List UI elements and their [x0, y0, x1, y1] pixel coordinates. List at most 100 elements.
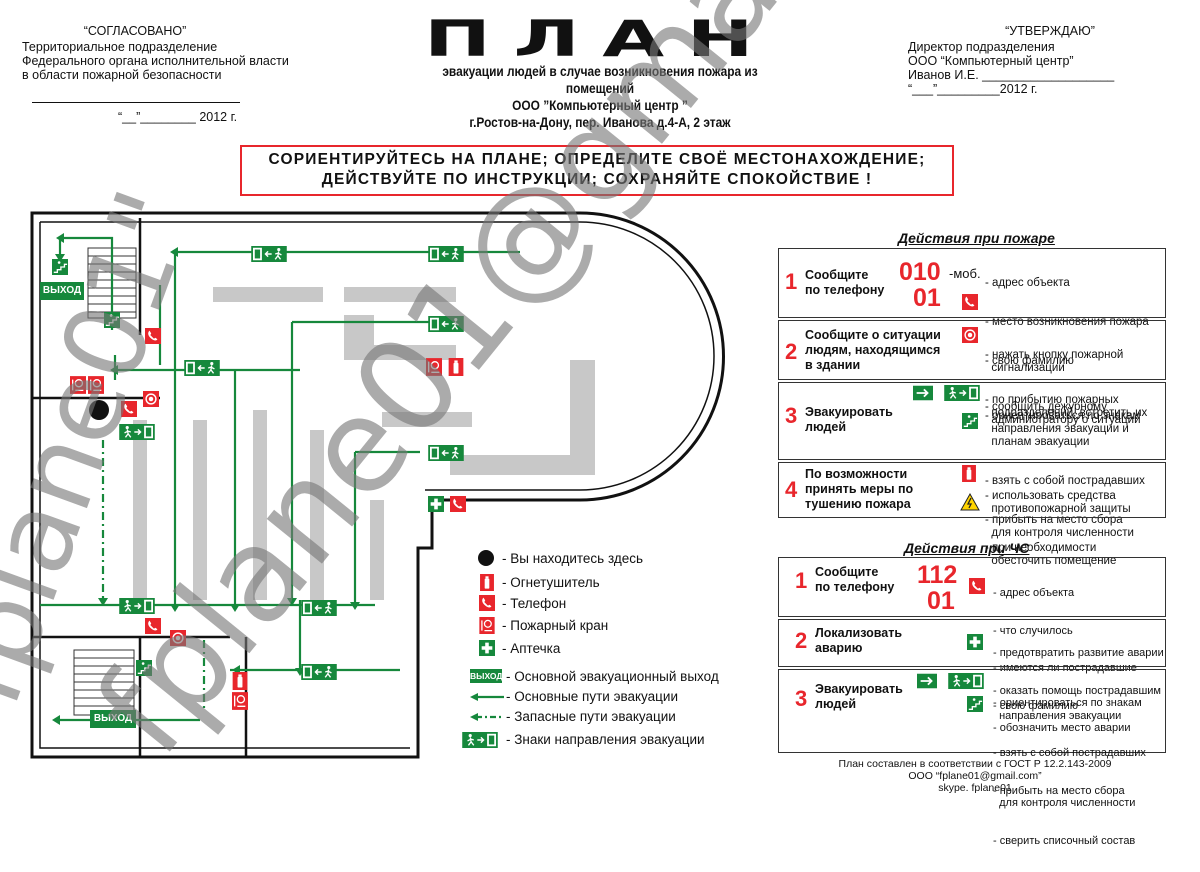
exit-sign-icon [427, 246, 465, 262]
telephone-icon [479, 595, 495, 611]
step-item: - ориентироваться по знакам направления … [993, 697, 1142, 722]
step-items: - адрес объекта - что случилось - имеютс… [993, 562, 1137, 737]
you-are-here-marker [89, 400, 109, 420]
step-label: Локализовать аварию [815, 626, 903, 655]
step-number: 1 [785, 269, 798, 294]
exit-sign-icon [300, 664, 338, 680]
stair-exit-icon [104, 312, 120, 328]
step-item: - при необходимости обесточить помещение [985, 542, 1117, 567]
step-label: По возможности принять меры по тушению п… [805, 467, 914, 511]
approve-block: Директор подразделения ООО “Компьютерный… [908, 40, 1168, 96]
step-number: 4 [785, 477, 798, 502]
legend-label: - Пожарный кран [502, 618, 609, 633]
title-line-2: ООО ”Компьютерный центр ” [512, 97, 688, 113]
footer-line: ООО “fplane01@gmail.com” [908, 770, 1042, 782]
exit-sign-icon [250, 246, 288, 262]
legend-label: - Вы находитесь здесь [502, 551, 644, 566]
emergency-step-3: 3 Эвакуировать людей - ориентироваться п… [778, 669, 1166, 847]
fire-hydrant-icon [70, 376, 86, 394]
step-number: 2 [795, 628, 808, 653]
step-item: - предотвратить развитие аварии [993, 647, 1164, 659]
exit-sign-icon [427, 445, 465, 461]
legend-label: - Знаки направления эвакуации [506, 732, 705, 747]
legend-label: - Огнетушитель [502, 575, 600, 590]
step-item: - нажать кнопку пожарной сигнализации [985, 349, 1124, 374]
emergency-step-2: 2 Локализовать аварию - предотвратить ра… [778, 619, 1166, 734]
arrow-sign-icon [913, 385, 933, 401]
phone-number: 010 [899, 258, 941, 286]
legend-label: - Запасные пути эвакуации [506, 709, 676, 724]
footer: План составлен в соответствии с ГОСТ Р 1… [790, 758, 1160, 794]
step-item: - ориентироваться по знакам направления … [985, 410, 1141, 448]
fire-step-3: 3 Эвакуировать людей - ориентироваться п… [778, 382, 1166, 539]
step-items: - использовать средства противопожарной … [985, 464, 1131, 594]
fire-step-4: 4 По возможности принять меры по тушению… [778, 462, 1166, 567]
arrow-sign-icon [917, 673, 937, 689]
step-item: - свою фамилию [993, 699, 1079, 712]
you-are-here-icon [478, 550, 494, 566]
title-line-1: эвакуации людей в случае возникновения п… [442, 63, 758, 96]
step-item: - сообщить дежурному администратору о си… [985, 401, 1141, 426]
step-items: - адрес объекта - место возникновения по… [985, 251, 1149, 446]
exit-sign-icon [427, 316, 465, 332]
fire-hydrant-icon [232, 692, 248, 710]
extinguisher-icon [448, 358, 464, 376]
title-line-3: г.Ростов-на-Дону, пер. Иванова д.4-А, 2 … [469, 114, 731, 130]
approve-date: “___”_________2012 г. [908, 82, 1038, 96]
stair-exit-icon [136, 660, 152, 676]
telephone-icon [121, 401, 137, 417]
alarm-button-icon [962, 327, 978, 343]
legend-label: - Аптечка [502, 641, 561, 656]
first-aid-icon [428, 496, 444, 512]
approve-line: ООО “Компьютерный центр” [908, 54, 1074, 68]
exit-sign-icon [183, 360, 221, 376]
step-label: Эвакуировать людей [815, 682, 903, 711]
approval-date: “__”________ 2012 г. [118, 110, 238, 124]
main-exit-icon: ВЫХОД [470, 669, 503, 683]
step-items: - ориентироваться по знакам направления … [985, 384, 1145, 566]
fire-step-2: 2 Сообщите о ситуации людям, находящимся… [778, 320, 1166, 426]
step-label: Сообщите по телефону [815, 565, 895, 594]
fire-actions-title: Действия при пожаре [898, 230, 1055, 246]
page-title-main: ПЛАН [424, 10, 776, 68]
phone-number: 01 [927, 587, 955, 615]
step-items: - нажать кнопку пожарной сигнализации - … [985, 323, 1141, 453]
footer-line: skype. fplane01 [938, 782, 1012, 794]
exit-sign-icon [947, 673, 985, 689]
approve-line: Директор подразделения [908, 40, 1055, 54]
telephone-icon [962, 294, 978, 310]
telephone-icon [145, 618, 161, 634]
phone-suffix: -моб. [949, 266, 981, 281]
alarm-button-icon [143, 391, 159, 407]
approval-title: “СОГЛАСОВАНО” [83, 24, 187, 38]
extinguisher-icon [962, 465, 976, 482]
approve-title: “УТВЕРЖДАЮ” [1005, 24, 1095, 38]
emergency-step-1: 1 Сообщите по телефону 112 01 - адрес об… [778, 557, 1166, 712]
banner-line-1: СОРИЕНТИРУЙТЕСЬ НА ПЛАНЕ; ОПРЕДЕЛИТЕ СВО… [268, 151, 926, 168]
approval-line: Федерального органа исполнительной власт… [22, 54, 289, 68]
page-title: ПЛАН [424, 14, 753, 64]
step-item: - использовать средства противопожарной … [985, 490, 1131, 515]
legend-label: - Основные пути эвакуации [506, 689, 678, 704]
legend-label: - Основной эвакуационный выход [506, 669, 719, 684]
electric-warning-icon [960, 493, 980, 511]
step-number: 1 [795, 568, 808, 593]
direction-sign-icon [460, 732, 500, 748]
step-label: Эвакуировать людей [805, 405, 893, 434]
approval-block: Территориальное подразделение Федерально… [22, 40, 322, 82]
extinguisher-icon [480, 574, 494, 591]
banner-line-2: ДЕЙСТВУЙТЕ ПО ИНСТРУКЦИИ; СОХРАНЯЙТЕ СПО… [321, 171, 873, 188]
step-number: 3 [795, 686, 808, 711]
fire-step-1: 1 Сообщите по телефону 010 -моб. 01 - ад… [778, 248, 1166, 419]
fire-hydrant-icon [88, 376, 104, 394]
step-item: - по прибытию пожарных подразделений, вс… [985, 394, 1148, 419]
step-label: Сообщите о ситуации людям, находящимся в… [805, 328, 941, 372]
step-number: 3 [785, 403, 798, 428]
legend-label: - Телефон [502, 596, 567, 611]
approve-line: Иванов И.Е. ___________________ [908, 68, 1115, 82]
exit-sign-icon [118, 598, 156, 614]
first-aid-icon [479, 640, 495, 656]
exit-sign-icon [118, 424, 156, 440]
step-item: - что случилось [993, 624, 1073, 637]
emergency-actions-title: Действия при ЧС [904, 540, 1030, 556]
